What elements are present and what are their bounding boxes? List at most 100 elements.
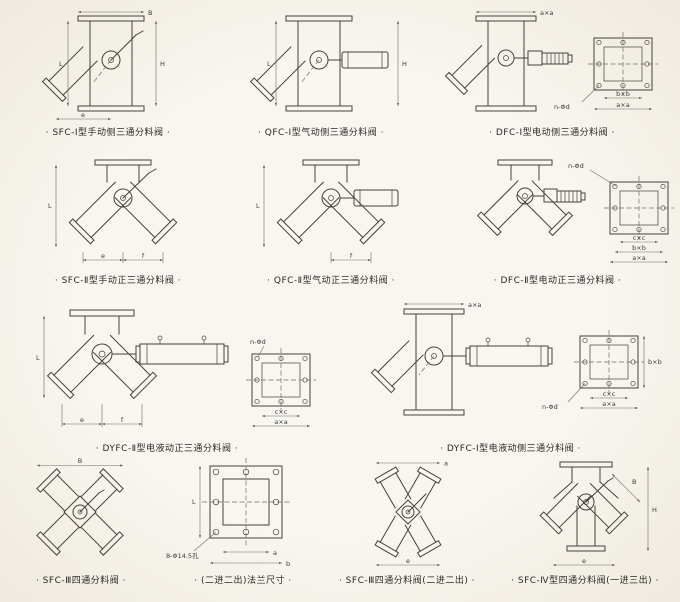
flange-plate xyxy=(588,32,658,96)
bolt-hole xyxy=(302,398,308,405)
dim-label: L xyxy=(192,498,196,506)
pivot xyxy=(577,493,595,511)
dim-label: e xyxy=(81,111,85,119)
diverter-flap xyxy=(92,59,112,84)
drawing-flange-dimensions: 8-Φ14.5孔 L a b xyxy=(166,458,290,568)
valve-body xyxy=(46,309,229,400)
dim-label: b×b xyxy=(616,90,630,98)
cell-sfc1: L H B e · SFC-Ⅰ型手动侧三通分料阀 · xyxy=(8,8,208,138)
bolt-hole xyxy=(644,39,650,46)
bolt-hole xyxy=(596,82,602,89)
pipe-bl xyxy=(36,512,80,556)
top-flange xyxy=(559,461,613,468)
bolt-hole xyxy=(582,380,588,387)
bolt-hole xyxy=(660,226,666,233)
drawing-four-way-valve-2in2out: a e xyxy=(374,460,448,567)
flange-face xyxy=(202,458,290,546)
flange-plate xyxy=(604,176,674,240)
valve-body xyxy=(476,159,586,237)
cell-sfc3: B · SFC-Ⅲ四通分料阀 · xyxy=(2,456,160,586)
center-body xyxy=(395,499,421,525)
valve-body xyxy=(539,461,629,552)
dim-label: L xyxy=(36,354,40,362)
dim-label: H xyxy=(652,506,657,514)
hand-lever xyxy=(407,493,427,513)
bolt-hole xyxy=(278,398,284,405)
bolt-hole xyxy=(254,377,260,383)
outlet-flange xyxy=(548,211,574,237)
bolt-hole xyxy=(242,468,250,476)
outlet-flange xyxy=(46,371,75,400)
drawing-electric-side-valve: a×a n-Φd b×b a×a xyxy=(444,9,658,112)
hand-lever xyxy=(110,34,137,61)
cell-sfc3-2in2out: a e · SFC-Ⅲ四通分料阀(二进二出) · xyxy=(326,456,488,587)
bottom-flange xyxy=(77,105,145,112)
outlet-flange xyxy=(41,77,67,103)
port xyxy=(201,335,207,341)
outlet-flange xyxy=(276,218,303,245)
valve-body xyxy=(370,308,553,416)
bolt-hole xyxy=(612,226,618,233)
hydraulic-cylinder xyxy=(111,335,229,365)
bolt-hole xyxy=(582,359,588,365)
side-outlet-pipe xyxy=(370,340,424,394)
drawing-pneumatic-y-valve: L f xyxy=(256,159,399,263)
pivot xyxy=(101,50,121,70)
left-outlet-pipe xyxy=(276,181,340,245)
flange xyxy=(416,539,442,558)
flange xyxy=(99,531,124,556)
top-flange xyxy=(94,159,152,166)
dim-label: c×c xyxy=(633,234,646,242)
bolt-hole xyxy=(272,468,280,476)
side-outlet-pipe xyxy=(444,44,496,96)
port xyxy=(157,335,163,341)
bolt-hole xyxy=(272,528,280,536)
dim-label: H xyxy=(402,60,407,68)
hand-lever xyxy=(585,480,609,503)
side-outlet-pipe xyxy=(41,46,98,103)
bolt-hole xyxy=(620,82,626,89)
cell-qfc2: L f · QFC-Ⅱ型气动正三通分料阀 · xyxy=(226,152,436,286)
drawing-manual-y-valve: L e f xyxy=(48,159,178,263)
dimensions: B xyxy=(37,457,123,467)
bolt-note: 8-Φ14.5孔 xyxy=(166,552,199,560)
right-outlet-pipe xyxy=(576,482,629,535)
cell-qfc1: L H · QFC-Ⅰ型气动侧三通分料阀 · xyxy=(216,8,426,138)
diverter-flap xyxy=(418,355,435,376)
caption: · DFC-Ⅰ型电动侧三通分料阀 · xyxy=(489,128,615,138)
dim-label: f xyxy=(350,252,353,260)
cell-dfc1: a×a n-Φd b×b a×a · DFC-Ⅰ型电动侧三通分料阀 · xyxy=(432,8,672,138)
left-outlet-pipe xyxy=(476,180,533,237)
pipe-br xyxy=(80,512,124,556)
dimensions: 8-Φ14.5孔 L a b xyxy=(166,466,290,568)
outlet-flange xyxy=(151,218,178,245)
caption: · DFC-Ⅱ型电动正三通分料阀 · xyxy=(493,276,622,286)
dim-label: B xyxy=(148,9,152,17)
right-outlet-pipe xyxy=(322,181,386,245)
diverter-flap xyxy=(300,59,320,84)
drawing-electric-y-valve: n-Φd c×c b×b a×a xyxy=(476,159,674,264)
cell-dfc2: n-Φd c×c b×b a×a · DFC-Ⅱ型电动正三通分料阀 · xyxy=(440,152,675,286)
left-outlet-pipe xyxy=(68,181,132,245)
flange xyxy=(36,531,61,556)
bolt-hole xyxy=(212,528,220,536)
dimensions: a×a n-Φd b×b a×a xyxy=(476,9,652,111)
flange xyxy=(416,466,442,485)
bolt-hole xyxy=(596,61,602,67)
dim-label: e xyxy=(582,557,586,565)
drawing-pneumatic-side-valve: L H xyxy=(249,15,407,112)
cell-sfc2: L e f · SFC-Ⅱ型手动正三通分料阀 · xyxy=(18,152,218,286)
drawing-four-way-valve: B xyxy=(36,457,124,556)
dim-label: a×a xyxy=(632,254,645,262)
dimensions: L H B e xyxy=(56,9,165,121)
dim-label: a xyxy=(444,460,448,468)
caption: · DYFC-Ⅱ型电液动正三通分料阀 · xyxy=(95,444,239,454)
cell-dyfc1: a×a b×b c×c a×a n-Φd · DYFC-Ⅰ型电液动侧三通分料阀 … xyxy=(348,300,673,454)
top-flange xyxy=(69,309,135,317)
bolt-hole xyxy=(254,355,260,362)
left-outlet-pipe xyxy=(46,334,112,400)
bolt-hole xyxy=(630,337,636,344)
flange-plate xyxy=(574,330,644,394)
dimensions: n-Φd c×c b×b a×a xyxy=(568,162,668,264)
bolt-hole xyxy=(254,398,260,405)
